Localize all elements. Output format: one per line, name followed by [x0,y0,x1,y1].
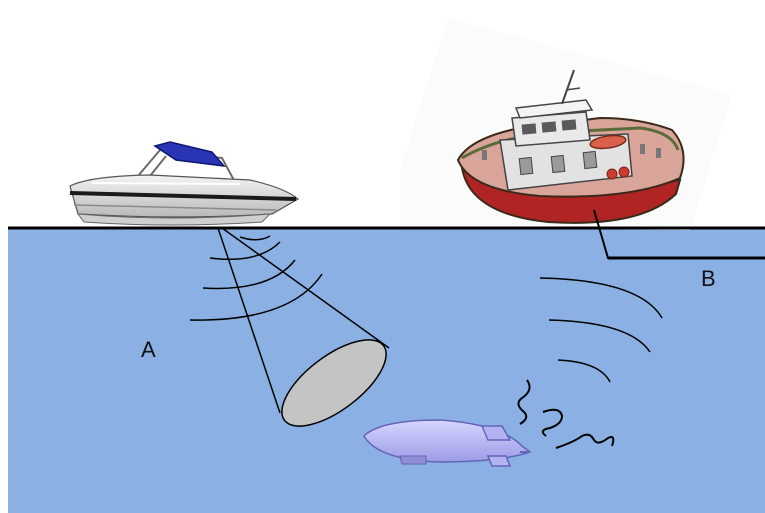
speedboat-icon [70,142,298,225]
label-a: A [141,337,156,362]
water [8,228,765,513]
label-b: B [701,266,716,291]
